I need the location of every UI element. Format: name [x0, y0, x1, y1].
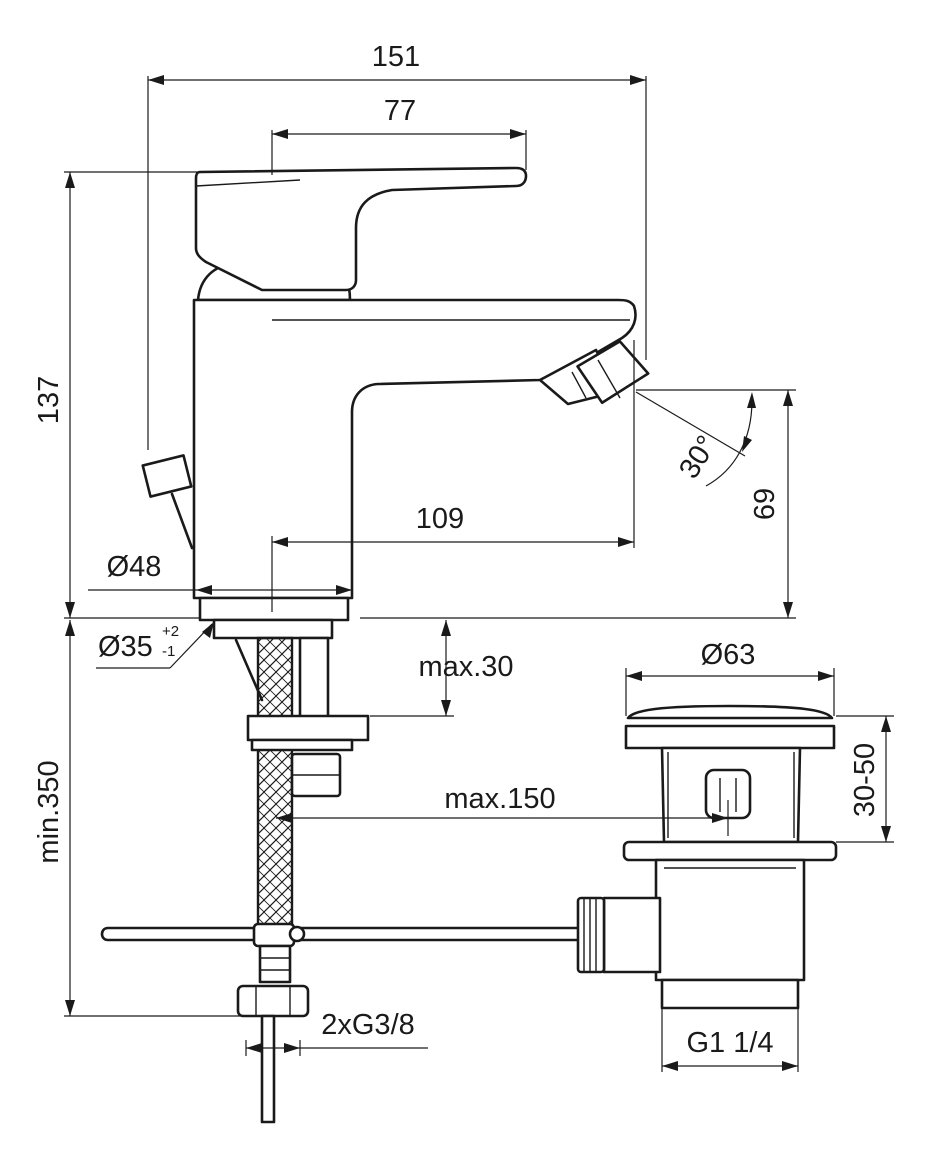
lever-edge — [195, 179, 301, 187]
threaded-shank — [298, 636, 330, 722]
waste-cap — [626, 704, 834, 720]
label-min-hose: min.350 — [33, 760, 65, 863]
hose-fitting — [258, 944, 292, 984]
label-connections: 2xG3/8 — [321, 1009, 415, 1041]
dimension-lines — [64, 75, 894, 1072]
label-base-diameter: Ø48 — [107, 551, 162, 583]
label-hole-tol-plus: +2 — [162, 623, 179, 640]
label-waste-range: 30-50 — [849, 743, 881, 817]
waste-thread — [660, 978, 800, 1010]
faucet-body — [192, 298, 637, 600]
hose-tail — [260, 1014, 276, 1124]
side-port-nut — [576, 896, 606, 974]
label-waste-thread: G1 1/4 — [686, 1027, 773, 1059]
bidet-nozzle — [538, 340, 650, 406]
waste-lower-body — [654, 858, 806, 982]
label-overall-width: 151 — [372, 41, 420, 73]
waste-flange — [624, 724, 836, 750]
clamp-screw — [288, 925, 306, 943]
label-max-deck: max.30 — [418, 651, 513, 683]
label-max-rod: max.150 — [444, 783, 555, 815]
pull-rod — [100, 926, 584, 942]
label-height: 137 — [33, 376, 65, 424]
base-gasket — [212, 618, 334, 640]
side-port — [602, 896, 662, 974]
popup-knob — [141, 454, 193, 498]
label-spout-height: 69 — [749, 488, 781, 520]
dimension-labels: 151 77 137 69 30° 109 Ø48 Ø35 +2 -1 max.… — [33, 41, 881, 1059]
fixing-bracket — [250, 738, 354, 752]
faucet — [141, 166, 650, 640]
base-flange — [198, 596, 350, 622]
label-hole-tol-minus: -1 — [162, 643, 175, 660]
waste-locknut — [622, 840, 838, 862]
lever-handle — [194, 166, 528, 292]
label-spout-reach: 109 — [416, 503, 464, 535]
waste-assembly — [576, 704, 838, 1010]
flexible-hose — [256, 636, 294, 930]
label-waste-diameter: Ø63 — [701, 639, 756, 671]
under-deck — [100, 636, 584, 1124]
label-hole-diameter: Ø35 — [98, 631, 153, 663]
rod-clamp — [252, 922, 296, 948]
popup-rod — [170, 492, 194, 550]
hose-nut — [236, 984, 310, 1018]
fixing-plate — [246, 714, 370, 742]
label-lever-length: 77 — [384, 95, 416, 127]
